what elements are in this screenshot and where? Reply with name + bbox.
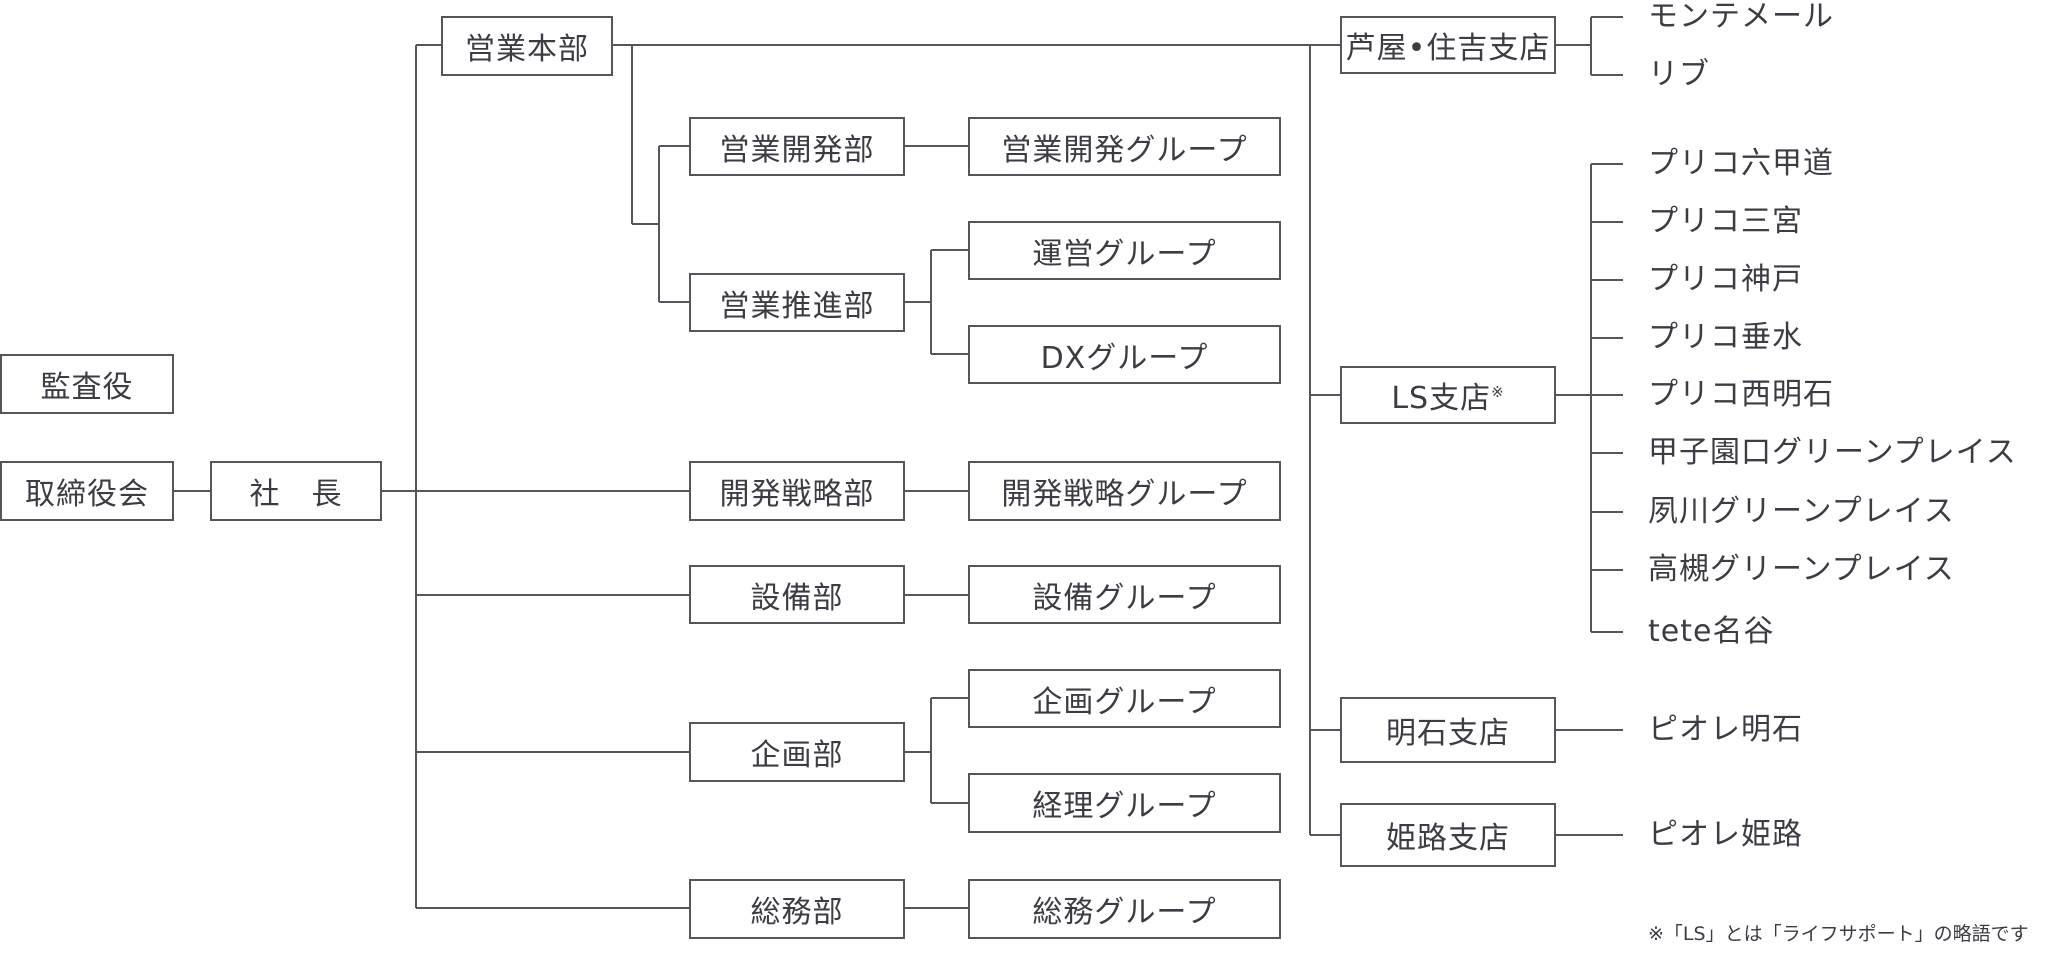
store-piole-himeji: ピオレ姫路 bbox=[1648, 817, 1803, 852]
general-affairs-dept-label: 総務部 bbox=[750, 895, 844, 930]
store-monte-mare: モンテメール bbox=[1648, 0, 1834, 34]
ashiya-branch-label: 芦屋•住吉支店 bbox=[1345, 31, 1551, 66]
store-pricot-tarumi: プリコ垂水 bbox=[1648, 320, 1803, 355]
ls-branch-label: LS支店 bbox=[1391, 381, 1492, 416]
board-box: 取締役会 bbox=[0, 461, 174, 521]
sales-dev-dept-label: 営業開発部 bbox=[719, 132, 875, 168]
sales-dev-group-label: 営業開発グループ bbox=[1001, 132, 1248, 168]
store-pricot-rokkomichi: プリコ六甲道 bbox=[1648, 146, 1834, 181]
planning-group-box: 企画グループ bbox=[968, 669, 1281, 728]
audit-box: 監査役 bbox=[0, 354, 174, 414]
store-pricot-kobe: プリコ神戸 bbox=[1648, 262, 1803, 297]
akashi-branch-box: 明石支店 bbox=[1340, 697, 1556, 763]
sales-hq-box: 営業本部 bbox=[441, 16, 613, 76]
president-box: 社 長 bbox=[210, 461, 382, 521]
facilities-dept-box: 設備部 bbox=[689, 565, 905, 624]
facilities-group-label: 設備グループ bbox=[1032, 580, 1217, 616]
general-affairs-group-label: 総務グループ bbox=[1032, 895, 1217, 930]
general-affairs-dept-box: 総務部 bbox=[689, 879, 905, 939]
accounting-group-box: 経理グループ bbox=[968, 773, 1281, 833]
sales-promo-dept-label: 営業推進部 bbox=[719, 288, 875, 324]
store-tete-myodani: tete名谷 bbox=[1648, 614, 1775, 649]
store-pricot-nishiakashi: プリコ西明石 bbox=[1648, 377, 1834, 412]
store-koshienguchi-green-place: 甲子園口グリーンプレイス bbox=[1648, 435, 2017, 470]
dev-strategy-dept-label: 開発戦略部 bbox=[719, 477, 875, 512]
audit-label: 監査役 bbox=[40, 370, 134, 405]
footnote: ※「LS」とは「ライフサポート」の略語です bbox=[1648, 923, 2029, 945]
facilities-group-box: 設備グループ bbox=[968, 565, 1281, 624]
planning-group-label: 企画グループ bbox=[1032, 684, 1217, 720]
sales-dev-group-box: 営業開発グループ bbox=[968, 117, 1281, 176]
accounting-group-label: 経理グループ bbox=[1032, 789, 1217, 824]
facilities-dept-label: 設備部 bbox=[750, 580, 844, 616]
dx-group-box: DXグループ bbox=[968, 325, 1281, 384]
himeji-branch-box: 姫路支店 bbox=[1340, 803, 1556, 867]
ops-group-label: 運営グループ bbox=[1032, 236, 1217, 272]
footnote-mark: ※ bbox=[1491, 383, 1505, 401]
general-affairs-group-box: 総務グループ bbox=[968, 879, 1281, 939]
planning-dept-box: 企画部 bbox=[689, 722, 905, 782]
himeji-branch-label: 姫路支店 bbox=[1386, 821, 1510, 856]
dev-strategy-group-box: 開発戦略グループ bbox=[968, 461, 1281, 521]
ls-branch-box: LS支店※ bbox=[1340, 366, 1556, 424]
board-label: 取締役会 bbox=[25, 477, 149, 512]
planning-dept-label: 企画部 bbox=[750, 738, 844, 773]
sales-promo-dept-box: 営業推進部 bbox=[689, 273, 905, 332]
dx-group-label: DXグループ bbox=[1040, 340, 1209, 376]
store-shukugawa-green-place: 夙川グリーンプレイス bbox=[1648, 494, 1955, 529]
store-pricot-sannomiya: プリコ三宮 bbox=[1648, 204, 1803, 239]
store-piole-akashi: ピオレ明石 bbox=[1648, 712, 1803, 747]
ops-group-box: 運営グループ bbox=[968, 221, 1281, 280]
store-takatsuki-green-place: 高槻グリーンプレイス bbox=[1648, 552, 1955, 587]
sales-dev-dept-box: 営業開発部 bbox=[689, 117, 905, 176]
ashiya-branch-box: 芦屋•住吉支店 bbox=[1340, 16, 1556, 74]
president-label: 社 長 bbox=[249, 477, 343, 512]
akashi-branch-label: 明石支店 bbox=[1386, 716, 1510, 751]
dev-strategy-group-label: 開発戦略グループ bbox=[1001, 477, 1248, 512]
store-libu: リブ bbox=[1648, 57, 1710, 92]
sales-hq-label: 営業本部 bbox=[465, 32, 589, 67]
dev-strategy-dept-box: 開発戦略部 bbox=[689, 461, 905, 521]
